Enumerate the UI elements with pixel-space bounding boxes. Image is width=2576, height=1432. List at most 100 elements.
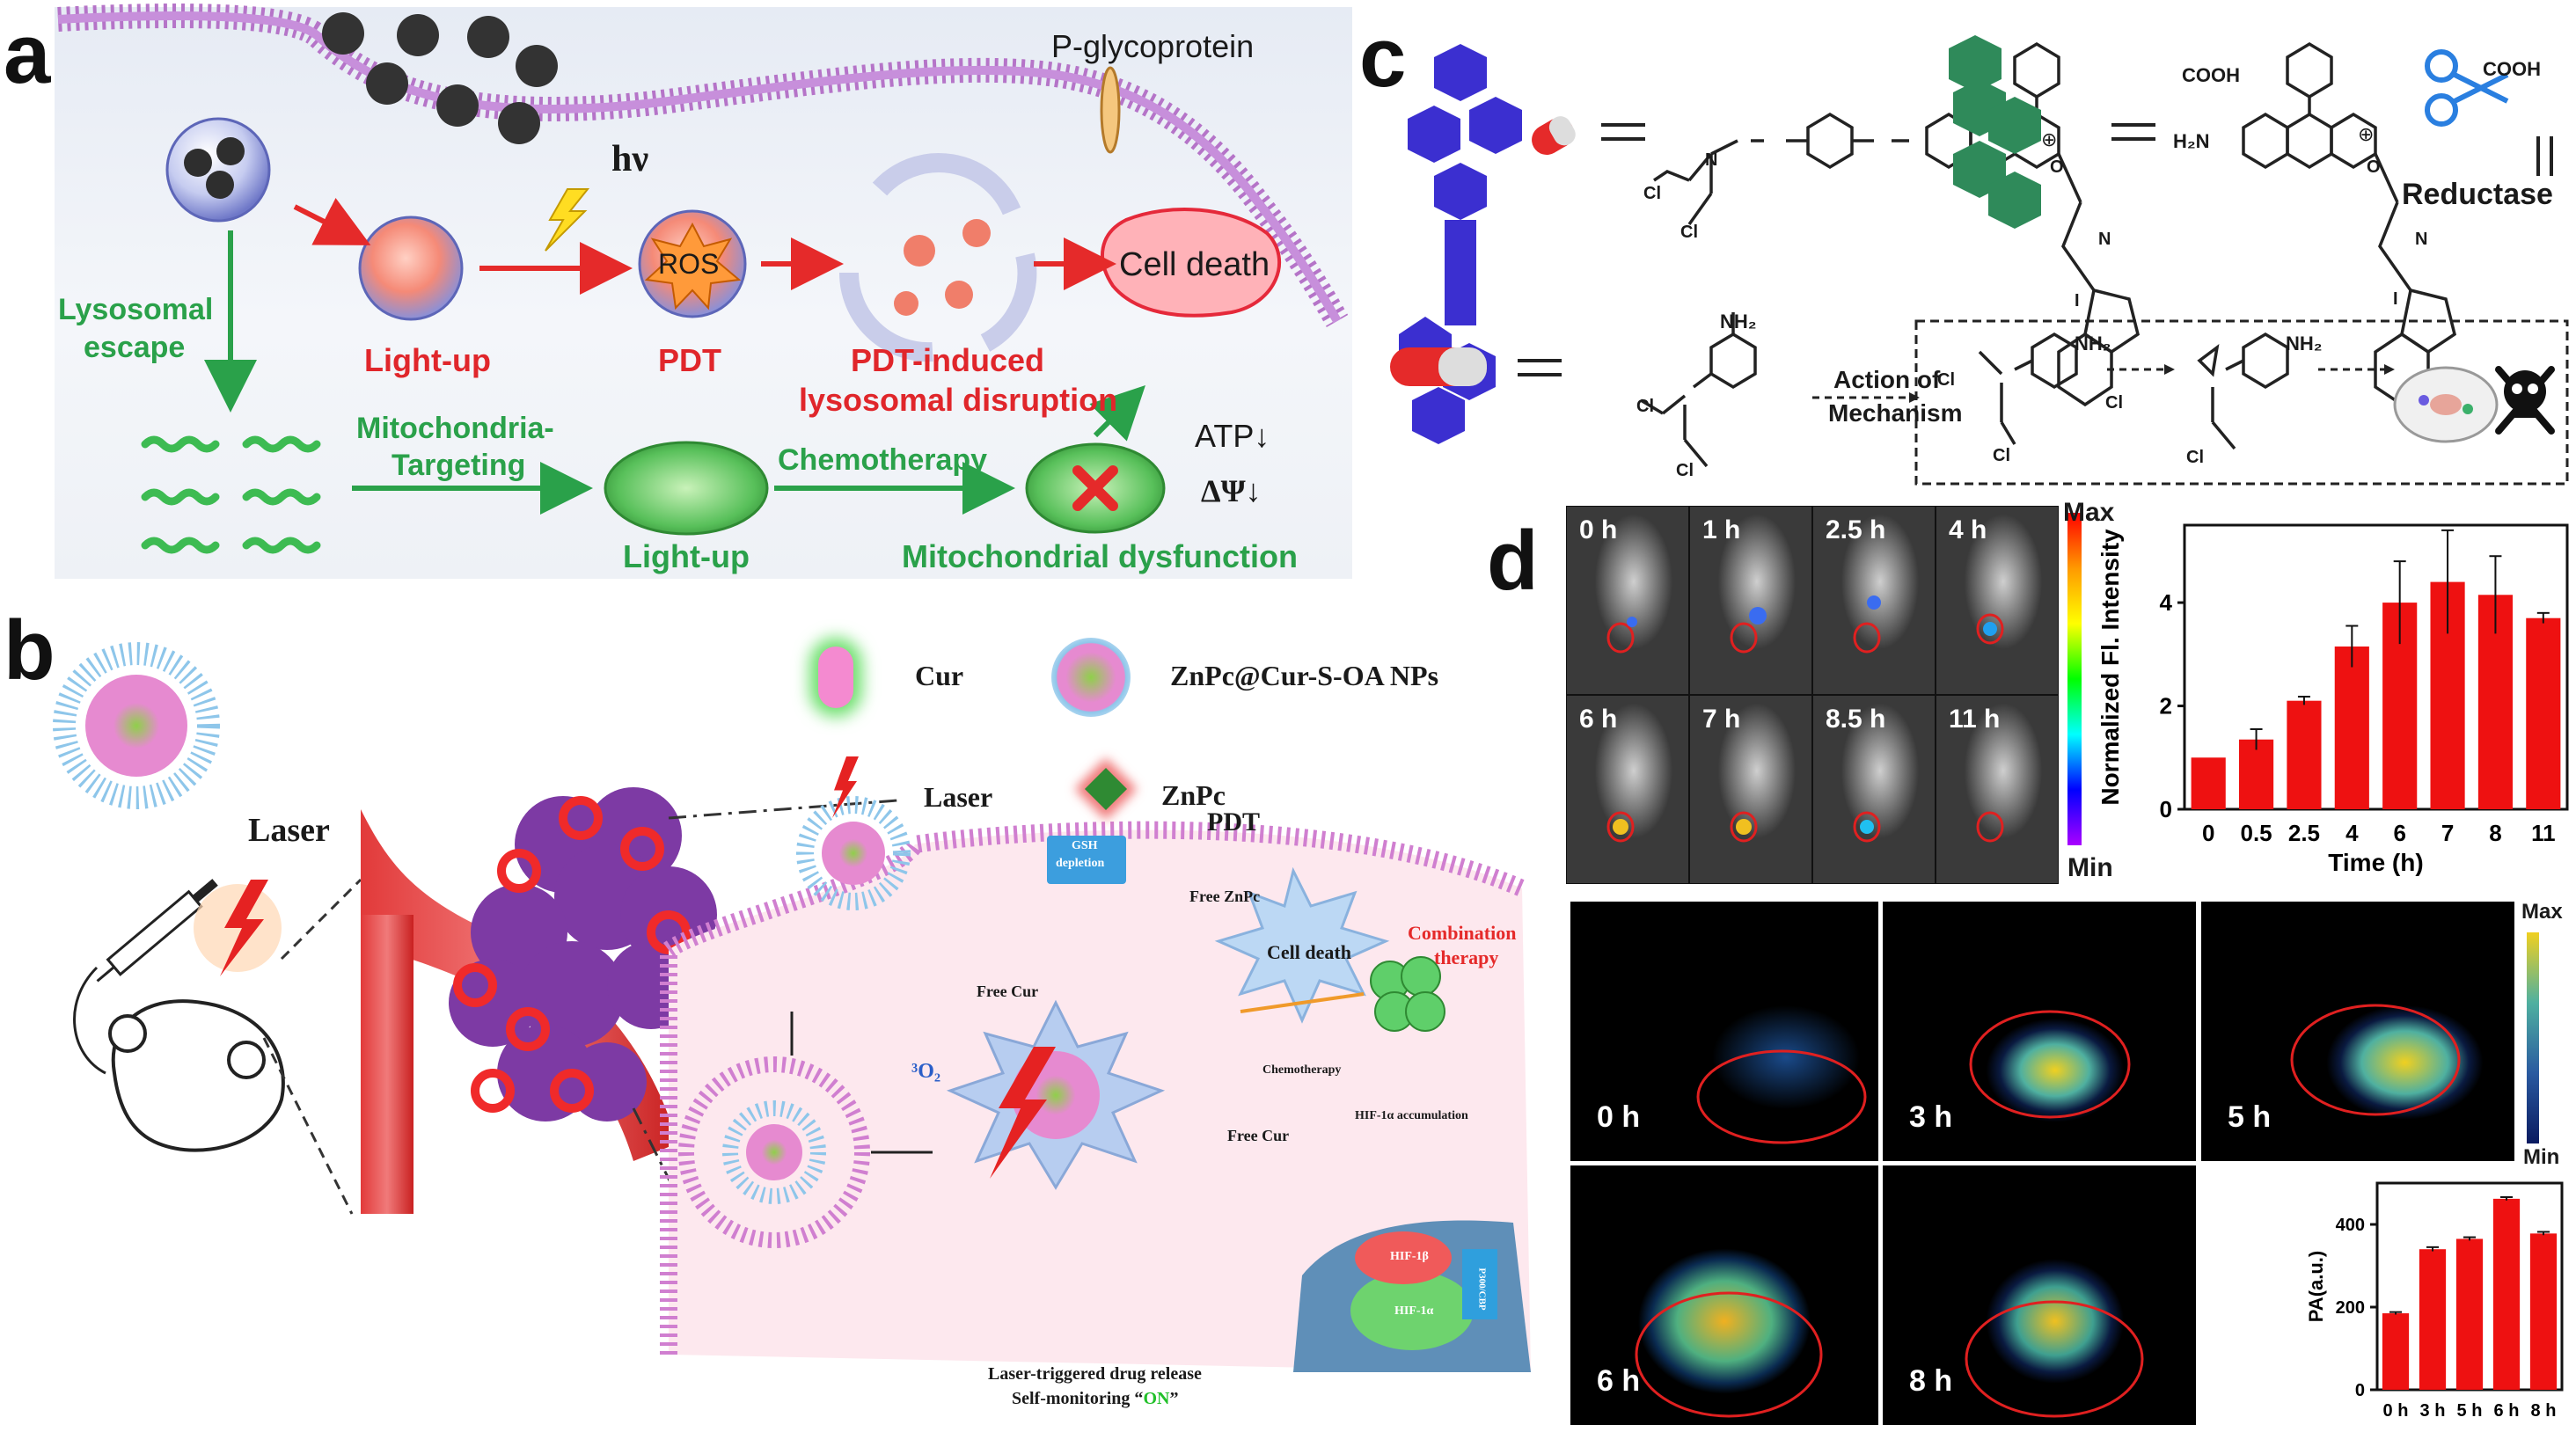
- mito-targeting-label-1: Mitochondria-: [356, 412, 554, 445]
- pdt-induced-label-1: PDT-induced: [851, 342, 1045, 378]
- legend-cur-icon: [818, 647, 853, 708]
- legend-laser-label: Laser: [924, 781, 993, 813]
- pdt-induced-label-2: lysosomal disruption: [799, 382, 1118, 418]
- panel-a-letter: a: [4, 7, 51, 101]
- fl-chart-xtick-label-1: 0.5: [2240, 820, 2272, 846]
- fl-chart-ytick-label-0: 0: [2160, 796, 2172, 822]
- fl-chart-xtick-label-6: 8: [2489, 820, 2501, 846]
- p-glycoprotein-label: P-glycoprotein: [1051, 28, 1255, 64]
- lysosomal-escape-label-1: Lysosomal: [58, 293, 214, 326]
- fl-tile-5: 7 h: [1689, 695, 1812, 884]
- laser-left-label: Laser: [248, 812, 330, 849]
- free-znpc-label: Free ZnPc: [1189, 888, 1261, 905]
- cooh-label-1: COOH: [2182, 64, 2240, 86]
- fl-tile-3: 4 h: [1936, 506, 2059, 695]
- fl-tile-6: 8.5 h: [1812, 695, 1936, 884]
- fl-tile-4-label: 6 h: [1579, 705, 1618, 734]
- hv-label: hν: [611, 139, 649, 179]
- fl-chart-ylabel: Normalized Fl. Intensity: [2097, 529, 2124, 806]
- pa-tile-2-label: 5 h: [2228, 1100, 2272, 1134]
- p300-label: P300/CBP: [1476, 1268, 1488, 1311]
- fl-tile-1: 1 h: [1689, 506, 1812, 695]
- cl-label-1: Cl: [1643, 184, 1661, 203]
- pa-circles: [1635, 1004, 2461, 1418]
- pa-chart-ytick-label-2: 400: [2336, 1216, 2365, 1235]
- pa-chart-ylabel: PA(a.u.): [2305, 1251, 2327, 1322]
- legend-znpc-label: ZnPc: [1161, 779, 1226, 811]
- mito-targeting-label-2: Targeting: [392, 449, 526, 482]
- plus-label-1: ⊕: [2041, 128, 2058, 150]
- fl-colorbar: [2067, 513, 2082, 845]
- nh2-label-1: NH₂: [1720, 311, 1757, 332]
- fl-chart-ytick-label-2: 4: [2160, 589, 2173, 616]
- fl-tile-4: 6 h: [1566, 695, 1689, 884]
- light-up-red-label: Light-up: [364, 342, 491, 378]
- fl-scale-max: Max: [2063, 498, 2115, 527]
- pa-colorbar: [2527, 932, 2539, 1143]
- hif1a-label: HIF-1α: [1394, 1304, 1434, 1318]
- pa-chart-bar-3: [2492, 1198, 2521, 1390]
- h2n-label: H₂N: [2173, 130, 2210, 152]
- cell-death-label-b: Cell death: [1267, 941, 1351, 963]
- release-label-2-on: ON: [1143, 1389, 1170, 1408]
- fl-chart-xtick-label-4: 6: [2393, 820, 2405, 846]
- action-label-2: Mechanism: [1828, 399, 1963, 427]
- fl-chart-frame: [2183, 523, 2569, 811]
- release-label-2: Self-monitoring “ON”: [1012, 1390, 1178, 1407]
- fl-chart-xlabel: Time (h): [2328, 849, 2423, 876]
- cl-label-6: Cl: [1993, 446, 2010, 465]
- release-label-2-pre: Self-monitoring “: [1012, 1389, 1144, 1408]
- fl-tile-7: 11 h: [1936, 695, 2059, 884]
- fl-scale-min: Min: [2067, 853, 2113, 882]
- release-label-1: Laser-triggered drug release: [988, 1364, 1202, 1384]
- panel-b-drawing: [53, 642, 1531, 1372]
- pa-chart-xtick-label-1: 3 h: [2420, 1401, 2446, 1421]
- pa-chart-ytick-label-0: 0: [2355, 1381, 2365, 1400]
- atp-label: ATP↓: [1195, 418, 1270, 454]
- legend-nps-label: ZnPc@Cur-S-OA NPs: [1170, 660, 1439, 691]
- legend-cur-label: Cur: [915, 660, 964, 691]
- nh2-label-3: NH₂: [2286, 332, 2323, 354]
- pa-tile-2: 5 h: [2201, 902, 2514, 1161]
- nh2-label-2: NH₂: [2075, 332, 2111, 354]
- fl-chart-bar-1: [2238, 739, 2274, 809]
- pa-chart-ytick-label-1: 200: [2336, 1298, 2365, 1318]
- fl-tile-0: 0 h: [1566, 506, 1689, 695]
- gsh-label-1: GSH: [1072, 839, 1098, 852]
- panel-c-letter: c: [1359, 11, 1407, 105]
- pa-scale-min: Min: [2523, 1145, 2560, 1169]
- fl-tile-0-label: 0 h: [1579, 515, 1618, 544]
- hif-accum-label: HIF-1α accumulation: [1355, 1109, 1468, 1122]
- fl-chart-xtick-label-3: 4: [2345, 820, 2359, 846]
- fl-chart-bar-3: [2334, 647, 2369, 809]
- cl-label-2: Cl: [1680, 223, 1698, 242]
- hif1b-label: HIF-1β: [1390, 1250, 1429, 1263]
- cooh-label-2: COOH: [2483, 58, 2541, 80]
- pa-tile-0-label: 0 h: [1597, 1100, 1641, 1134]
- fl-tile-5-label: 7 h: [1702, 705, 1741, 734]
- reductase-label: Reductase: [2402, 178, 2553, 211]
- ros-label: ROS: [658, 248, 720, 280]
- n-label-1: N: [1705, 150, 1718, 170]
- fl-chart-ytick-label-1: 2: [2160, 693, 2172, 720]
- fl-spots: [1606, 595, 2004, 843]
- light-up-green-label: Light-up: [623, 538, 750, 574]
- fl-tile-2-label: 2.5 h: [1826, 515, 1886, 544]
- fl-chart-bar-7: [2526, 617, 2561, 809]
- combination-label-2: therapy: [1434, 946, 1499, 968]
- pa-chart-xtick-label-3: 6 h: [2494, 1401, 2520, 1421]
- fl-chart-bar-2: [2287, 700, 2322, 809]
- n-label-3: N: [2098, 230, 2111, 249]
- n-label-2: N: [2415, 230, 2428, 249]
- cl-label-4: Cl: [1676, 461, 1694, 480]
- fl-tile-3-label: 4 h: [1949, 515, 1987, 544]
- free-cur-label-1: Free Cur: [977, 983, 1039, 1000]
- i-label-2: I: [2393, 289, 2398, 309]
- panel-a-drawing: [57, 4, 1349, 554]
- gsh-label-2: depletion: [1056, 857, 1105, 870]
- plus-label-2: ⊕: [2358, 123, 2375, 145]
- cl-label-5: Cl: [1937, 370, 1955, 390]
- fl-chart-bar-0: [2191, 757, 2226, 809]
